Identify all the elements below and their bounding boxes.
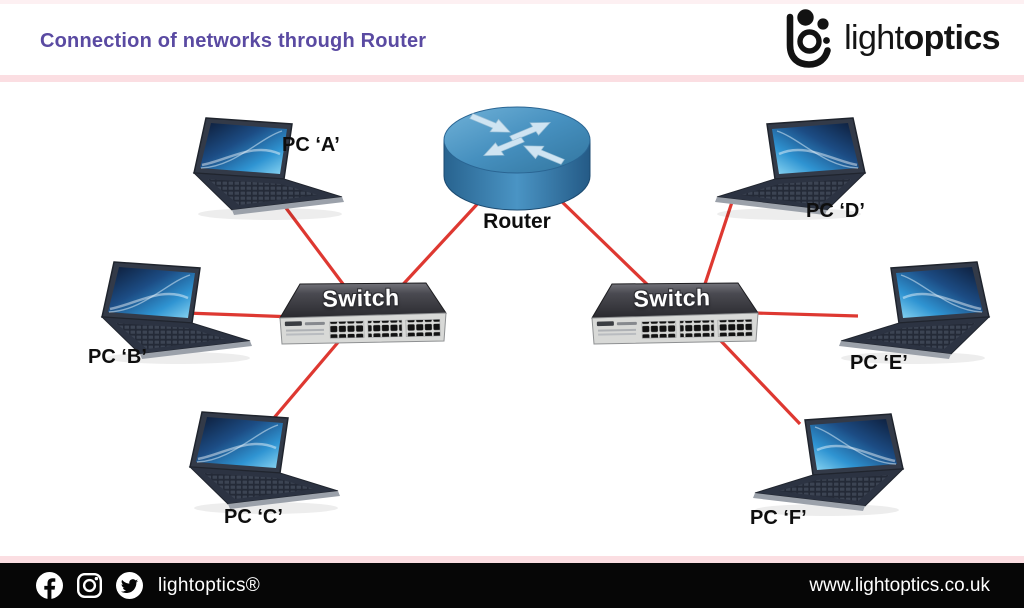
pc-c-laptop-icon [188, 410, 342, 516]
social-icons [36, 572, 143, 599]
pc-f-laptop-icon [751, 412, 905, 518]
footer-website[interactable]: www.lightoptics.co.uk [809, 574, 990, 596]
divider-bar-bottom [0, 556, 1024, 563]
switch-1-label: Switch [322, 284, 400, 312]
connection-router-switch-1 [394, 198, 483, 294]
facebook-icon[interactable] [36, 572, 63, 599]
footer-bar: lightoptics® www.lightoptics.co.uk [0, 563, 1024, 608]
router-icon [443, 106, 591, 211]
pc-b-label: PC ‘B’ [88, 346, 147, 368]
pc-a-label: PC ‘A’ [282, 134, 340, 156]
switch-2-label: Switch [633, 284, 711, 312]
lightoptics-logo: lightoptics [778, 6, 1001, 70]
pc-d-label: PC ‘D’ [806, 200, 865, 222]
connection-pc-b-switch-1 [185, 311, 296, 319]
page-title: Connection of networks through Router [40, 30, 427, 52]
pc-f-label: PC ‘F’ [750, 507, 807, 529]
connection-router-switch-2 [556, 196, 657, 294]
lightoptics-logo-icon [786, 9, 831, 68]
connection-switch-2-pc-f [718, 338, 802, 426]
divider-bar-top [0, 75, 1024, 82]
pc-c-label: PC ‘C’ [224, 506, 283, 528]
logo-text-bold: optics [903, 19, 1000, 57]
lightoptics-logo-text: lightoptics [844, 7, 1001, 69]
twitter-icon[interactable] [116, 572, 143, 599]
pc-e-laptop-icon [837, 260, 991, 366]
footer-brand: lightoptics® [158, 574, 261, 596]
pc-e-label: PC ‘E’ [850, 352, 908, 374]
logo-text-light: light [844, 19, 904, 57]
connection-switch-2-pc-e [754, 311, 859, 318]
instagram-icon[interactable] [76, 572, 103, 599]
router-label: Router [483, 210, 551, 233]
top-edge-strip [0, 0, 1024, 4]
